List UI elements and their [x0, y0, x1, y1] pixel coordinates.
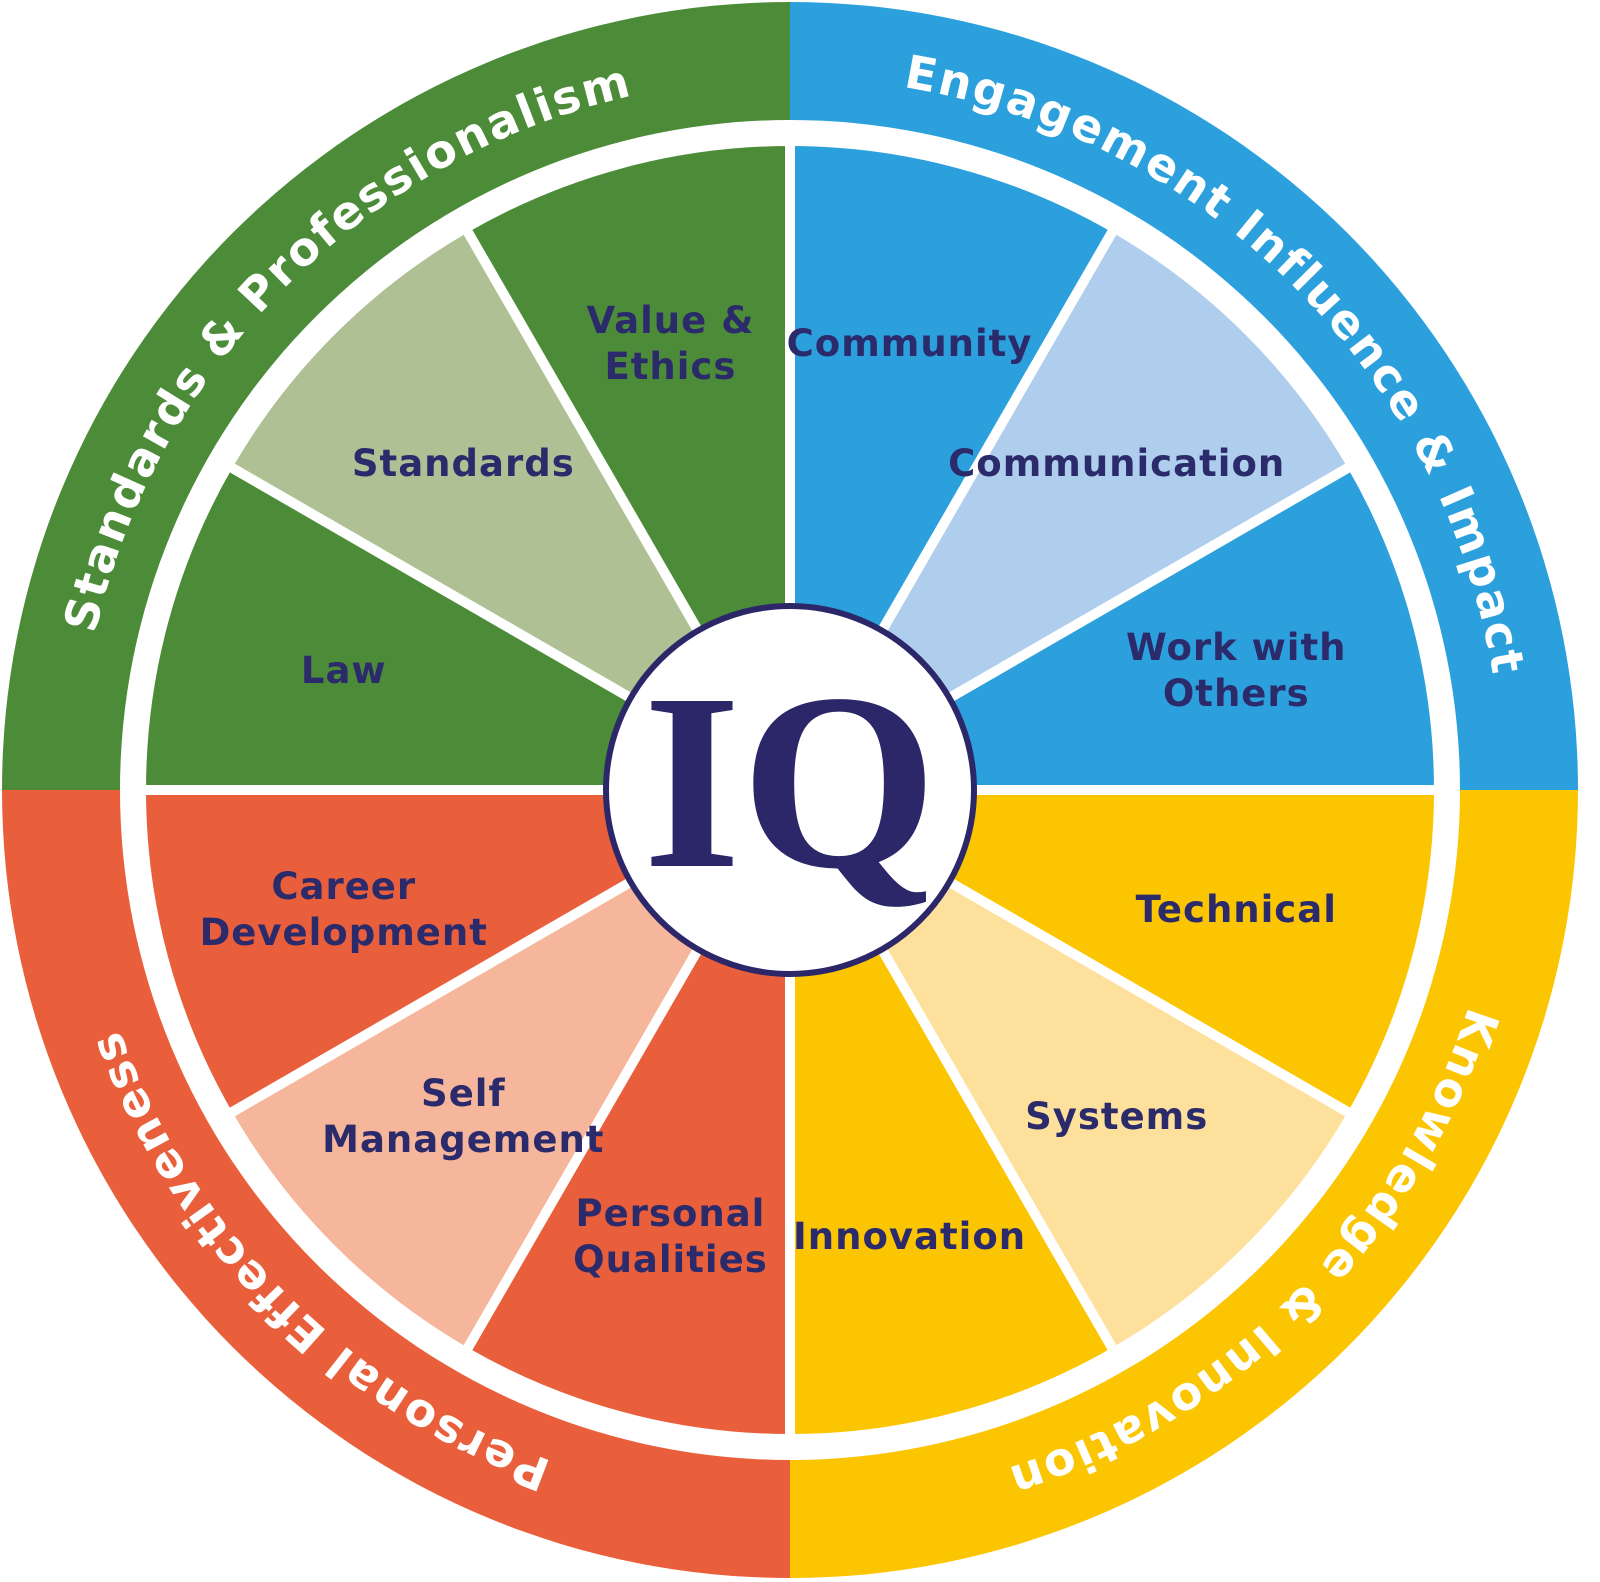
segment-career-development — [146, 790, 636, 1112]
segment-divider — [872, 226, 1119, 642]
segment-personal-qualities — [468, 944, 790, 1434]
segment-label-standards: Standards — [352, 442, 575, 485]
segment-innovation — [790, 944, 1112, 1434]
segment-work-with-others — [944, 468, 1434, 790]
segment-systems — [879, 879, 1348, 1348]
quadrant-band-engagement-influence-and-impact — [790, 2, 1578, 790]
quadrant-band-standards-and-professionalism — [2, 2, 790, 790]
quadrant-band-knowledge-and-innovation — [790, 790, 1578, 1578]
segment-label-systems: Systems — [1025, 1095, 1208, 1138]
segment-label-technical: Technical — [1136, 888, 1337, 931]
segment-divider — [226, 872, 642, 1119]
segment-label-community: Community — [787, 322, 1033, 365]
segment-label-law: Law — [301, 649, 387, 692]
segment-communication — [879, 232, 1348, 701]
center-circle — [603, 603, 977, 977]
segment-divider — [226, 461, 642, 708]
segment-divider — [461, 226, 708, 642]
segment-technical — [944, 790, 1434, 1112]
segment-community — [790, 146, 1112, 636]
segment-value-and-ethics — [468, 146, 790, 636]
quadrant-band-personal-effectiveness — [2, 790, 790, 1578]
segment-self-management — [232, 879, 701, 1348]
center-label: IQ — [643, 641, 937, 921]
segment-label-value-and-ethics: Value &Ethics — [586, 299, 754, 388]
segment-divider — [938, 461, 1354, 708]
segment-divider — [872, 938, 1119, 1354]
segment-standards — [232, 232, 701, 701]
segment-divider — [938, 872, 1354, 1119]
segment-label-communication: Communication — [948, 442, 1285, 485]
segment-label-innovation: Innovation — [793, 1215, 1026, 1258]
segment-law — [146, 468, 636, 790]
segment-divider — [461, 938, 708, 1354]
